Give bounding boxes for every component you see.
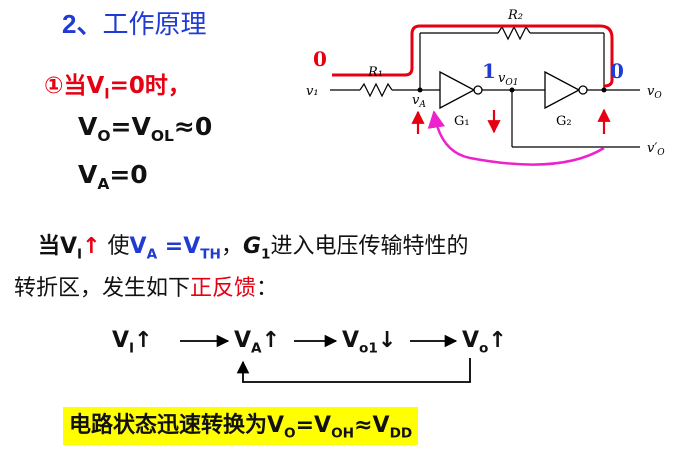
p1-a: 当V xyxy=(38,234,78,259)
label-vo-prime-sub: O xyxy=(657,148,665,158)
eq2-lhs: V xyxy=(78,160,98,189)
chain-vi-up-icon: ↑ xyxy=(134,328,153,353)
annotation-right-zero: 0 xyxy=(610,59,624,83)
result-text: 电路状态迅速转换为V xyxy=(69,413,285,438)
eq1-mid: =V xyxy=(110,112,151,141)
label-va-v: v xyxy=(412,93,420,108)
p1-c-sub: A xyxy=(146,246,158,263)
chain-feedback-loop xyxy=(236,358,471,383)
positive-feedback-term: 正反馈 xyxy=(190,276,257,301)
p2-b: ： xyxy=(256,276,279,301)
chain-vi: VI↑ xyxy=(112,328,153,356)
eq2-rhs: =0 xyxy=(109,160,148,189)
p1-g-sub: 1 xyxy=(261,246,271,263)
condition-heading: ①当VI=0时， xyxy=(44,66,191,103)
paragraph-line-2: 转折区，发生如下正反馈： xyxy=(14,270,278,302)
p1-d-sub: TH xyxy=(200,246,221,263)
node-va xyxy=(417,87,423,93)
label-vo1: vO1 xyxy=(498,71,518,88)
result-t2: =V xyxy=(295,413,332,438)
eq1-rhs: ≈0 xyxy=(173,112,213,141)
chain-va-sub: A xyxy=(251,340,262,357)
chain-vo-v: V xyxy=(462,328,480,353)
chain-va: VA↑ xyxy=(234,328,280,356)
result-s2: OH xyxy=(331,425,355,442)
red-signal-path xyxy=(332,24,614,88)
magenta-feedback-arrow xyxy=(427,110,605,166)
label-g1: G₁ xyxy=(454,114,470,129)
section-title: 工作原理 xyxy=(102,10,207,40)
label-r1: R₁ xyxy=(367,65,383,80)
annotation-mid-one: 1 xyxy=(482,59,496,83)
condition-suffix: =0时， xyxy=(109,73,191,99)
p1-c: V xyxy=(129,234,147,259)
chain-vi-sub: I xyxy=(129,340,135,357)
section-number: 2、 xyxy=(62,9,103,39)
chain-vo1-v: V xyxy=(342,328,360,353)
chain-vo1-sub: o1 xyxy=(359,340,378,357)
eq1-mid-sub: OL xyxy=(150,127,174,145)
label-va: vA xyxy=(412,93,426,110)
inverter-g2 xyxy=(544,70,588,110)
up-arrow-icon: ↑ xyxy=(82,234,101,259)
p1-f: 进入电压传输特性的 xyxy=(270,234,469,259)
chain-va-up-icon: ↑ xyxy=(261,328,281,353)
p1-d: =V xyxy=(157,234,201,259)
label-vo1-v: v xyxy=(498,71,506,86)
resistor-r2 xyxy=(497,25,531,41)
label-v1: v₁ xyxy=(306,84,319,99)
label-vo1-sub: O1 xyxy=(505,78,518,88)
eq2-lhs-sub: A xyxy=(97,175,110,193)
equation-vo: VO=VOL≈0 xyxy=(78,112,212,145)
label-vo-v: v xyxy=(647,84,655,99)
label-vo-sub: O xyxy=(654,91,662,101)
inverter-g1 xyxy=(439,70,483,110)
paragraph-line-1: 当VI↑ 使VA =VTH，G1进入电压传输特性的 xyxy=(38,228,469,262)
result-s3: DD xyxy=(389,425,413,442)
node-vo xyxy=(601,87,607,93)
label-vo-prime-v: v′ xyxy=(647,141,657,156)
p1-e: ， xyxy=(220,234,243,259)
eq1-lhs: V xyxy=(78,112,98,141)
p1-g: G xyxy=(242,234,262,259)
chain-vo: Vo↑ xyxy=(462,328,507,356)
p2-a: 转折区，发生如下 xyxy=(14,276,191,301)
resistor-r1 xyxy=(359,82,393,98)
result-t3: ≈V xyxy=(354,413,390,438)
equation-va: VA=0 xyxy=(78,160,148,193)
label-g2: G₂ xyxy=(556,114,572,129)
chain-vi-v: V xyxy=(112,328,130,353)
eq1-lhs-sub: O xyxy=(97,127,111,145)
p1-b: 使 xyxy=(100,234,130,259)
p1-a-sub: I xyxy=(77,246,83,263)
chain-vo1: Vo1↓ xyxy=(342,328,396,356)
chain-va-v: V xyxy=(234,328,252,353)
chain-vo-up-icon: ↑ xyxy=(488,328,507,353)
page-title: 2、工作原理 xyxy=(62,4,206,41)
result-s1: O xyxy=(284,425,296,442)
result-banner: 电路状态迅速转换为VO=VOH≈VDD xyxy=(63,407,419,445)
label-vo: vO xyxy=(647,84,662,101)
label-r2: R₂ xyxy=(507,8,523,23)
chain-vo1-down-icon: ↓ xyxy=(377,328,397,353)
condition-prefix: ①当V xyxy=(44,73,105,99)
annotation-left-zero: 0 xyxy=(313,47,327,71)
input-wire xyxy=(330,82,440,98)
chain-vo-sub: o xyxy=(479,340,489,357)
condition-sub: I xyxy=(104,86,110,103)
label-vo-prime: v′O xyxy=(647,141,665,158)
label-va-sub: A xyxy=(418,100,426,110)
